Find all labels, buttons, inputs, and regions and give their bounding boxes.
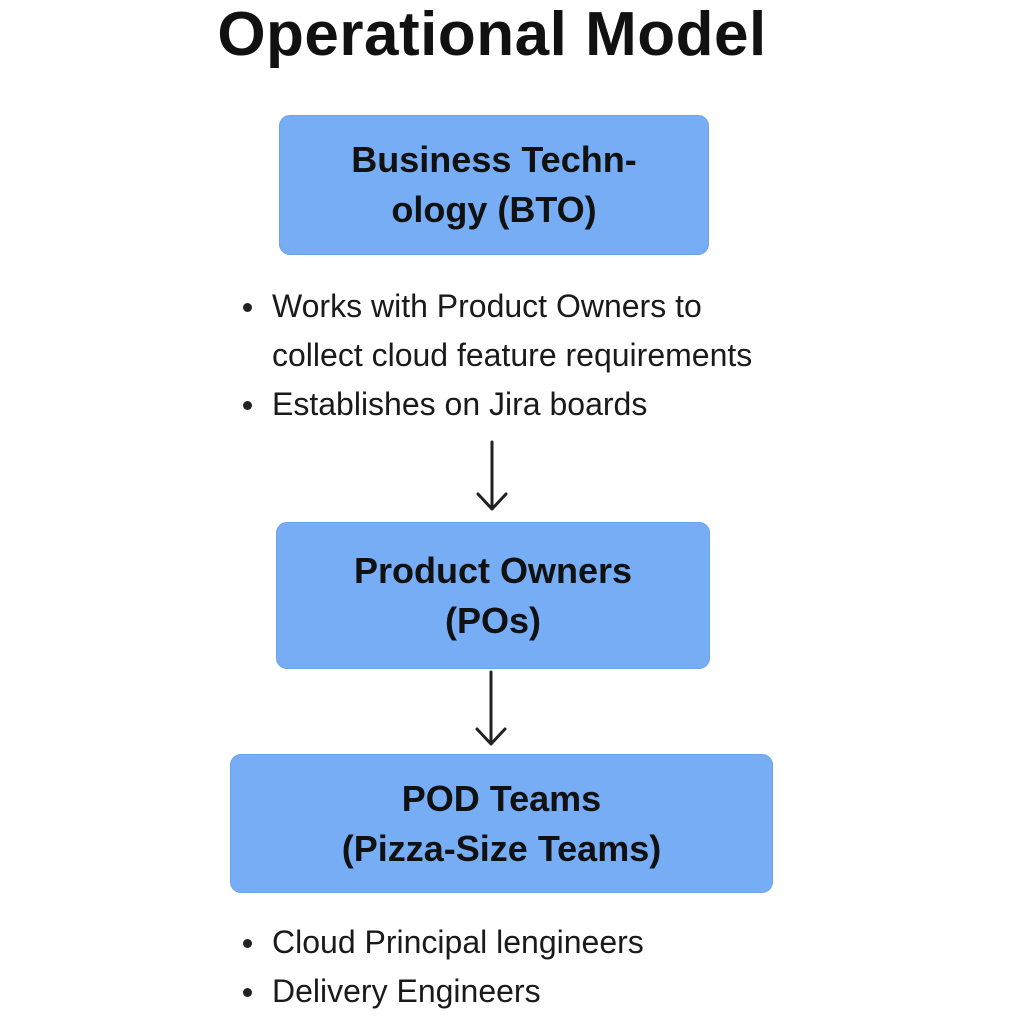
bullet-text-line: Delivery Engineers [272,973,541,1009]
bullet-item: Cloud Principal lengineers [243,918,852,967]
node-pod-teams: POD Teams (Pizza-Size Teams) [230,754,773,893]
bullet-text-line: Works with Product Owners to [272,288,702,324]
bullet-dot-icon [243,939,252,948]
bto-bullet-list: Works with Product Owners to collect clo… [243,282,852,429]
arrow-down-icon [476,440,508,511]
node-product-owners: Product Owners (POs) [276,522,710,669]
node-label-line: Product Owners [353,549,633,591]
arrow-down-icon [475,670,507,746]
node-business-technology: Business Techn- ology (BTO) [279,115,709,255]
bullet-item: Establishes on Jira boards [243,380,852,429]
node-label-line: ology (BTO) [391,189,597,230]
node-label-line: (Pizza-Size Teams) [341,827,662,869]
bullet-item: Delivery Engineers [243,967,852,1016]
node-label-line: POD Teams [401,777,602,819]
node-label-line: Business Techn- [351,139,637,180]
pod-bullet-list: Cloud Principal lengineers Delivery Engi… [243,918,852,1016]
bullet-text-line: Cloud Principal lengineers [272,924,644,960]
diagram-title: Operational Model [217,0,767,69]
node-label-line: (POs) [444,599,541,641]
bullet-dot-icon [243,401,252,410]
bullet-item: Works with Product Owners to collect clo… [243,282,852,380]
bullet-text-line: Establishes on Jira boards [272,386,648,422]
bullet-dot-icon [243,988,252,997]
bullet-dot-icon [243,303,252,312]
bullet-text-line: collect cloud feature requirements [272,337,753,373]
